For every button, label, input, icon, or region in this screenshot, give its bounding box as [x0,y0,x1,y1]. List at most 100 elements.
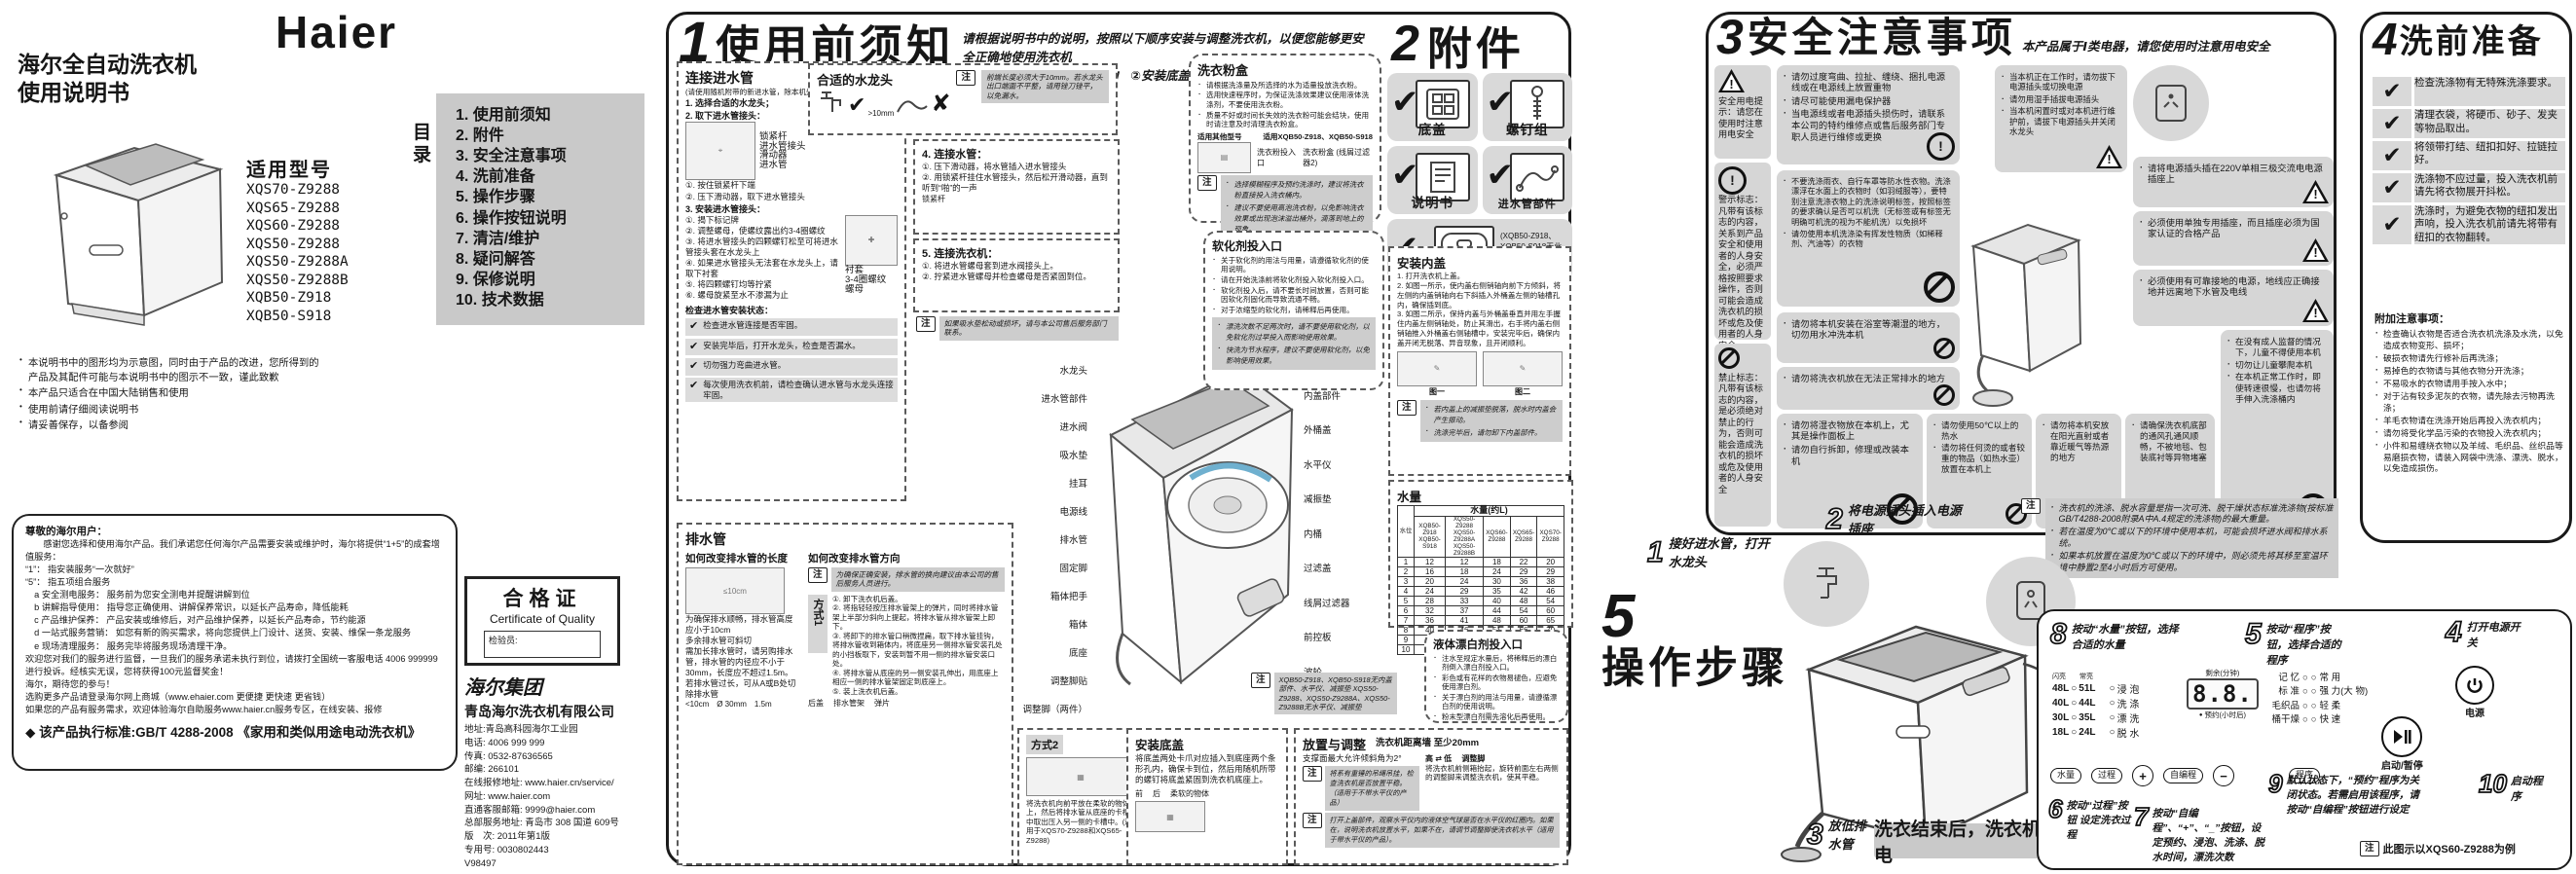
list-item: 羊毛衣物请在洗涤开始后再投入洗衣机内； [2374,415,2565,427]
step4-title: 4. 连接水管： [922,149,988,161]
seven-seg-display: 8.8. [2187,678,2259,710]
powder-label2: 洗衣粉盒 (线屑过滤器2) [1303,147,1371,167]
service-letter-box: 尊敬的海尔用户： 感谢您选择和使用海尔产品。我们承诺您任何海尔产品需要安装或维护… [12,514,458,771]
list-item: 2. 如图一所示，使内盖右侧销轴向前下方倾斜，将左侧的内盖销轴向右下斜插入外桶盖… [1397,280,1561,310]
section4-number: 4 [2373,14,2398,64]
reserve-label: 预约(小时后) [2204,710,2246,719]
note-tag: 注 [1397,399,1417,417]
col-header: XQS60-Z9288 [1483,515,1511,559]
list-item: 请勿自行拆卸，修理或改装本机 [1783,444,1917,468]
list-item: 海尔，期待您的参与！ [25,678,115,689]
col-header: XQS50-Z9288 XQS50-Z9288A XQS50-Z9288B [1445,515,1485,559]
socket-220v-box: 请将电源插头插在220V单相三极交流电电源插座上 [2133,157,2334,207]
powder-label1: 洗衣粉投入口 [1257,147,1297,167]
table-cell: 35 [1483,586,1511,598]
list-item: 排水管架 [833,699,865,709]
safety-bullets: 请勿过度弯曲、拉扯、缠绕、捆扎电源线或在电源线上放置重物请尽可能使用漏电保护器当… [1783,71,1954,144]
list-item: 请勿将本机安放在阳光直射或者靠近暖气等热源的地方 [2042,419,2116,463]
col-header: XQB50-Z918 XQB50-S918 [1413,515,1447,559]
warning-mark-box: 警示标志：凡带有该标志的内容，关系到产品安全和使用者的人身安全，必须严格按照要求… [1714,163,1771,350]
safety-bullets: 请勿将湿衣物放在本机上，尤其是操作面板上请勿自行拆卸，修理或改装本机 [1783,419,1917,468]
list-item: 调整脚贴 [1049,676,1087,687]
list-item: 请勿将湿衣物放在本机上，尤其是操作面板上 [1783,419,1917,444]
base-back-label: 后 [1153,789,1160,799]
note-tag: 注 [1303,766,1322,783]
water-level-lamps: 闪亮 常亮 48L51L浸 泡 40L44L洗 涤 30L35L漂 洗 18L2… [2052,672,2139,740]
lamp-icon [2110,712,2116,723]
drain-hose-box: 排水管 如何改变排水管的长度 ≤10cm 为确保排水顺畅，排水管高度应小于10c… [677,523,1013,865]
intro-line1: 请根据说明书中的说明，按照以下顺序安装与调整洗衣机，以便您能够更安全正确地使用洗… [962,32,1364,64]
list-item: 为确保排水顺畅，排水管高度应小于10cm [685,614,793,636]
table-cell: 24 [1445,576,1485,588]
list-item: 关于软化剂的用法与用量，请遵循软化剂的使用说明。 [1212,255,1376,274]
section1-2-panel: 1 使用前须知 请根据说明书中的说明，按照以下顺序安装与调整洗衣机，以便您能够更… [666,12,1573,866]
inlet-step2: 2. 取下进水管接头： [685,111,766,122]
check-icon: ✔ [1486,157,1515,194]
list-item: ⑤. 装上洗衣机后盖。 [832,686,902,696]
callout-6: 6 按动“过程”按钮 设定洗衣过程 [2047,794,2136,842]
callout6-number: 6 [2047,794,2063,823]
plug-icon [2016,581,2045,620]
list-item: ①. 将进水管螺母套到进水阀接头上。 [922,261,1058,271]
table-cell: 29 [1509,566,1538,578]
note-tag: 注 [1197,174,1217,192]
fig2-caption: 图二 [1515,386,1530,396]
list-item: 洗涤完毕后，请勿卸下内盖部件。 [1425,426,1558,438]
start-pause-group: 启动/暂停 [2381,716,2423,772]
list-item: e 现场清理服务： 服务完毕将服务现场清理干净。 [25,640,233,651]
note-tag: 注 [2360,841,2379,857]
list-item: ②. 调整螺母，使螺纹露出约3-4圈螺纹 [685,225,826,236]
check-icon: ✔ [1391,157,1419,194]
note-tag: 注 [956,70,975,87]
callout-7: 7 按动“自编程”、“+”、“_”按钮，设定预约、浸泡、洗涤、脱水时间，漂洗次数 [2133,803,2266,864]
power-cord-box: 请勿过度弯曲、拉扯、缠绕、捆扎电源线或在电源线上放置重物请尽可能使用漏电保护器当… [1777,65,1960,164]
haier-logo: Haier [276,7,398,57]
fig1-caption: 图一 [1429,386,1445,396]
callout9-number: 9 [2267,769,2283,798]
inlet-step1: 1. 选择合适的水龙头； [685,98,775,109]
curved-faucet-icon [897,100,929,113]
list-item: 使用前请仔细阅读说明书 [19,401,321,416]
table-cell: 3 [1397,576,1415,588]
list-item: b 讲解指导使用： 指导您正确使用、讲解保养常识，以延长产品寿命，降低能耗 [25,602,349,613]
inlet-part-labels: 锁紧杆进水管接头滑动器进水管 [759,131,806,171]
list-item: 调整脚（两件） [1022,705,1087,715]
list-item: “1”： 指安装服务“一次就好” [25,564,134,575]
reserve-row: 预约(小时后) [2187,710,2259,720]
faucet-dim-label: >10mm [867,109,895,118]
table-cell: 18 [1445,566,1485,578]
step1-text: 接好进水管，打开水龙头 [1668,536,1770,569]
check-icon: ✔ [848,92,866,117]
section4-panel: 4 洗前准备 检查洗涤物有无特殊洗涤要求。清理衣袋，将硬币、砂子、发夹等物品取出… [2360,12,2572,543]
method1-tag: 方式1 [808,594,828,653]
list-item: 线屑过滤器 [1304,598,1350,609]
list-item: ②. 拧紧进水管螺母并检查螺母是否紧固到位。 [922,272,1091,282]
sidebar-text: 禁止标志：凡带有该标志的内容，是必须绝对禁止的行为，否则可能会造成洗衣机的损坏或… [1718,372,1763,494]
list-item: 检查进水管连接是否牢固。 [685,318,898,337]
check-icon: ✔ [1486,84,1515,121]
callout9-text: 默认状态下，“预约”程序为关闭状态。若需启用该程序，请按动“自编程”按钮进行设定 [2286,775,2419,816]
list-item: 请勿过度弯曲、拉扯、缠绕、捆扎电源线或在电源线上放置重物 [1783,71,1954,95]
table-cell: 60 [1509,615,1538,627]
softener-title: 软化剂投入口 [1212,239,1283,253]
prog-row: 桶干燥快 速 [2264,713,2368,727]
list-item: 安装完毕后，打开水龙头，检查是否漏水。 [685,338,898,356]
list-item: 电源线 [1059,507,1087,518]
washer-cover-illustration [53,143,224,326]
step4-label: 锁紧杆 [922,195,945,204]
level-row: 18L24L脱 水 [2052,725,2139,740]
placement-note1-row: 注 将系有重锤的吊绳吊挂，检查洗衣机是否放置平稳。（适用于不带水平仪的产品） [1303,766,1419,812]
list-item: 洗涤时，为避免衣物的纽扣发出声响，投入洗衣机前请先将带有纽扣的衣物翻转。 [2373,204,2565,245]
callout4-number: 4 [2445,616,2462,648]
table-cell: 18 [1483,557,1511,568]
list-item: 减振垫 [1304,494,1332,506]
section5-title: 操作步骤 [1601,643,1788,692]
list-item: XQS50-Z9288B [246,272,349,288]
safety-bullets: 请勿将洗衣机放在无法正常排水的地方 [1783,373,1954,385]
diagram-note: 注 XQB50-Z918、XQB50-S918无内盖部件、水平仪、减振垫 XQS… [1251,673,1397,714]
lamp-icon [2199,712,2203,718]
